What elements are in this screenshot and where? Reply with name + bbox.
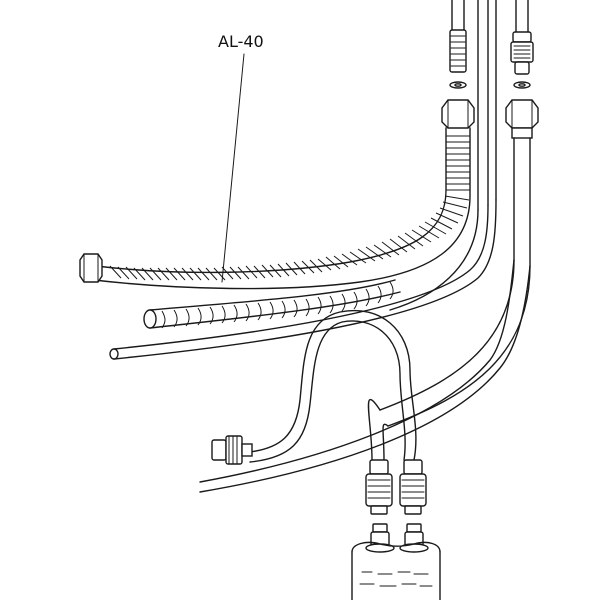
vertical-pipes	[449, 0, 534, 211]
looped-hose	[211, 309, 417, 465]
callout-al-40: AL-40	[218, 32, 264, 283]
quick-connectors	[365, 459, 427, 515]
callout-label: AL-40	[218, 32, 264, 51]
insulation-sleeve	[143, 279, 401, 329]
callout-leader-line	[221, 53, 245, 283]
washers	[449, 81, 531, 89]
appliance-inlet	[351, 523, 441, 600]
inner-tube	[389, 209, 479, 311]
plain-tube	[109, 199, 497, 360]
corrugated-hose	[79, 99, 475, 290]
loop-hose-2	[367, 398, 389, 461]
right-flex-hose	[199, 99, 539, 493]
